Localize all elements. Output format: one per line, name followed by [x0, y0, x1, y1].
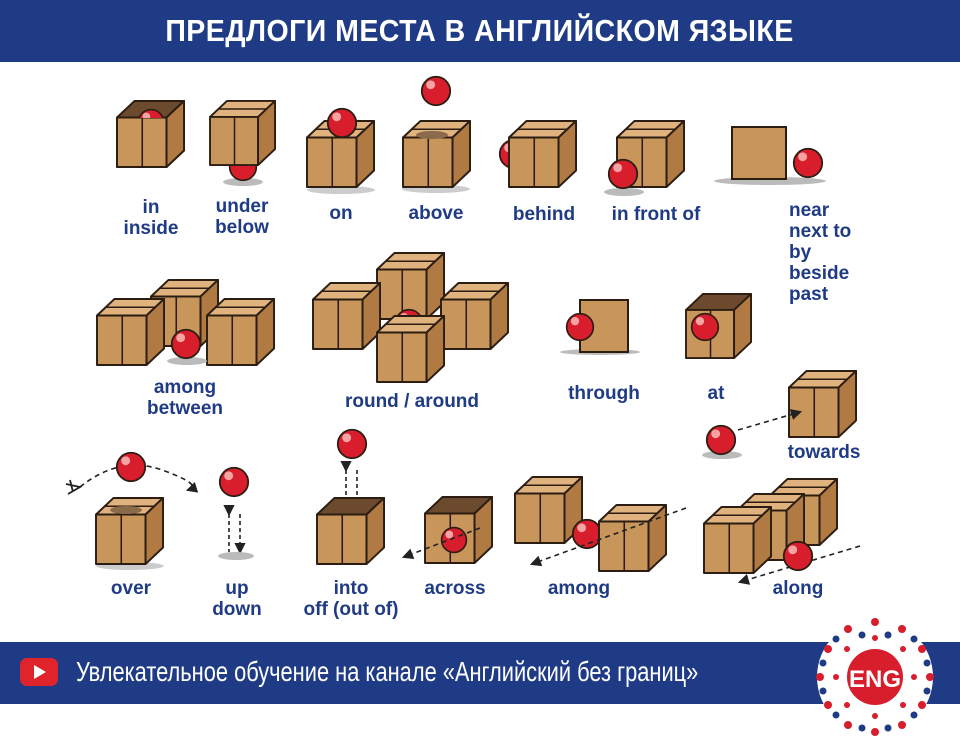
scene-across — [401, 496, 494, 564]
label-behind: behind — [512, 204, 576, 225]
label-off-out-of: off (out of) — [303, 599, 399, 620]
scene-at — [685, 293, 753, 359]
scene-through — [560, 299, 640, 355]
header-banner: ПРЕДЛОГИ МЕСТА В АНГЛИЙСКОМ ЯЗЫКЕ — [0, 0, 960, 62]
label-near: near — [789, 200, 830, 221]
scene-under-below — [209, 100, 277, 186]
footer-channel-text: Увлекательное обучение на канале «Англий… — [76, 656, 699, 687]
label-between: between — [146, 398, 224, 419]
scene-towards — [702, 370, 858, 459]
footer-banner: Увлекательное обучение на канале «Англий… — [0, 640, 960, 704]
scene-into-off — [316, 428, 386, 565]
label-under-below: under below — [204, 196, 280, 238]
page-title: ПРЕДЛОГИ МЕСТА В АНГЛИЙСКОМ ЯЗЫКЕ — [165, 13, 795, 48]
scene-along — [703, 478, 861, 585]
logo-text: ENG — [849, 666, 901, 693]
prepositions-illustration — [65, 75, 861, 585]
label-across: across — [424, 578, 486, 599]
label-into: into — [333, 578, 369, 599]
scene-near — [714, 126, 826, 185]
scene-among-2 — [514, 476, 687, 572]
label-above: above — [408, 203, 464, 224]
label-in-front-of: in front of — [611, 204, 701, 225]
scene-in-front-of — [604, 120, 686, 196]
label-among-between: among between — [130, 377, 240, 419]
label-inside: inside — [123, 218, 179, 239]
scene-behind — [498, 120, 578, 188]
label-up-down: up down — [204, 578, 270, 620]
label-round-around: round / around — [344, 391, 480, 412]
label-along: along — [772, 578, 824, 599]
label-on: on — [329, 203, 353, 224]
footer: Увлекательное обучение на канале «Англий… — [0, 618, 960, 736]
scene-over — [65, 451, 199, 570]
scene-among-between — [96, 279, 276, 366]
label-beside: beside — [789, 263, 850, 284]
label-over: over — [110, 578, 152, 599]
label-in-inside: in inside — [118, 197, 184, 239]
eng-logo: ENG — [816, 618, 934, 736]
label-down: down — [212, 599, 262, 620]
label-under: under — [215, 196, 269, 217]
label-through: through — [568, 383, 640, 404]
scene-above — [402, 75, 472, 193]
label-in: in — [142, 197, 160, 218]
scene-on — [306, 107, 376, 194]
label-towards: towards — [787, 442, 861, 463]
label-among-2: among — [547, 578, 611, 599]
label-into-off: into off (out of) — [288, 578, 414, 620]
label-near-group: near next to by beside past — [789, 200, 879, 305]
label-by: by — [789, 242, 812, 263]
scene-round-around — [312, 252, 510, 383]
youtube-play-icon[interactable] — [20, 658, 58, 686]
label-below: below — [215, 217, 269, 238]
label-among: among — [153, 377, 217, 398]
scene-in-inside — [116, 100, 186, 168]
label-next-to: next to — [789, 221, 852, 242]
label-past: past — [789, 284, 829, 305]
label-up: up — [225, 578, 249, 599]
label-at: at — [707, 383, 725, 404]
scene-up-down — [218, 466, 254, 560]
